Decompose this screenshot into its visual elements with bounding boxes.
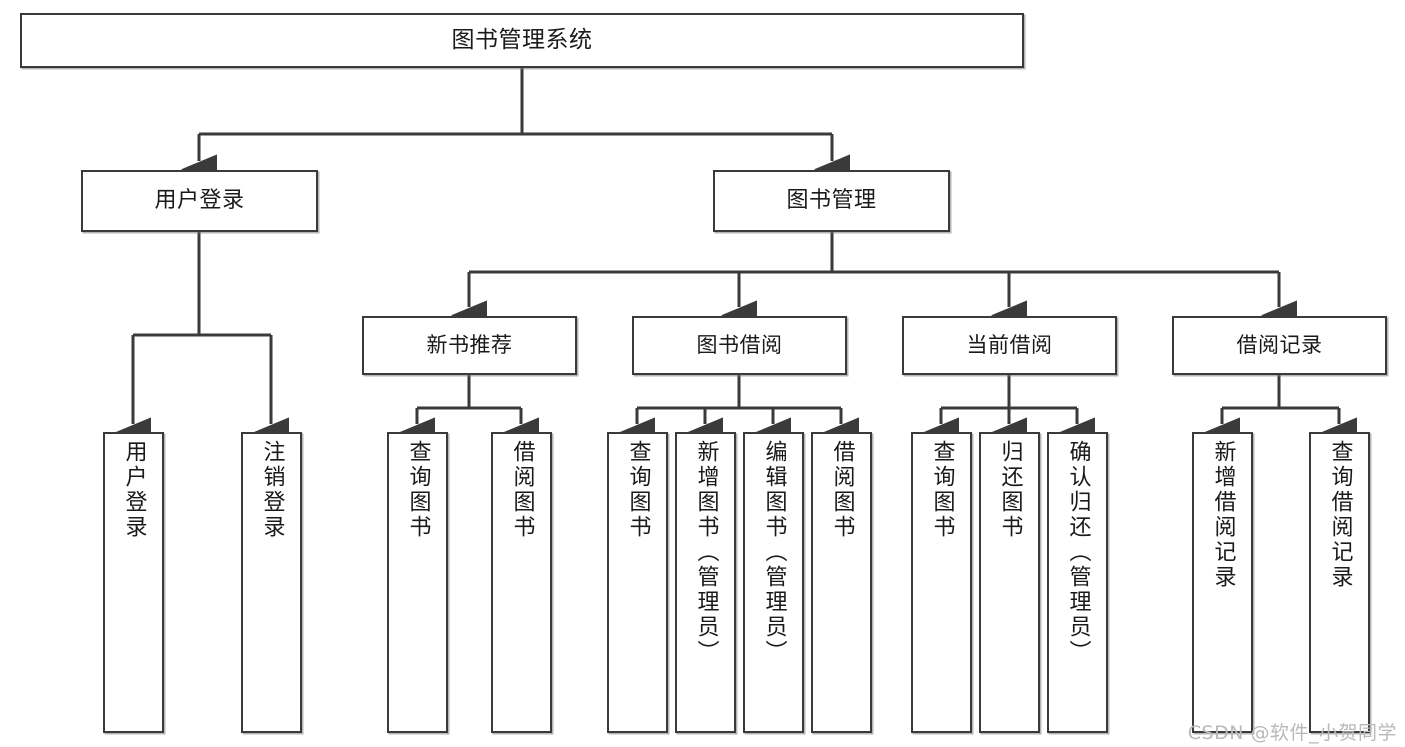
node-leaf-borrow-book-1-label: 借阅图书 <box>509 440 535 540</box>
node-leaf-query-record[interactable]: 查询借阅记录 <box>1309 432 1370 733</box>
node-leaf-user-login[interactable]: 用户登录 <box>103 432 164 733</box>
node-leaf-add-record-label: 新增借阅记录 <box>1210 440 1236 590</box>
node-current-borrow[interactable]: 当前借阅 <box>902 316 1117 375</box>
node-leaf-add-book[interactable]: 新增图书（管理员） <box>675 432 736 733</box>
node-leaf-query-book-2-label: 查询图书 <box>625 440 651 540</box>
node-leaf-logout[interactable]: 注销登录 <box>241 432 302 733</box>
node-borrow-record[interactable]: 借阅记录 <box>1172 316 1387 375</box>
node-book-borrow-label: 图书借阅 <box>696 332 783 357</box>
node-root-label: 图书管理系统 <box>451 27 593 54</box>
node-leaf-confirm-return[interactable]: 确认归还（管理员） <box>1047 432 1108 733</box>
node-leaf-query-book-3-label: 查询图书 <box>929 440 955 540</box>
node-user-login-label: 用户登录 <box>154 187 245 213</box>
node-current-borrow-label: 当前借阅 <box>966 332 1053 357</box>
node-book-borrow[interactable]: 图书借阅 <box>632 316 847 375</box>
watermark-text: CSDN @软件_小贺同学 <box>1187 722 1397 744</box>
node-leaf-return-book-label: 归还图书 <box>997 440 1023 540</box>
node-leaf-query-book-2[interactable]: 查询图书 <box>607 432 668 733</box>
node-leaf-query-book-1-label: 查询图书 <box>405 440 431 540</box>
node-leaf-edit-book-label: 编辑图书（管理员） <box>761 440 787 665</box>
node-new-book-recommend[interactable]: 新书推荐 <box>362 316 577 375</box>
node-leaf-query-record-label: 查询借阅记录 <box>1327 440 1353 590</box>
node-leaf-borrow-book-1[interactable]: 借阅图书 <box>491 432 552 733</box>
node-leaf-borrow-book-2[interactable]: 借阅图书 <box>811 432 872 733</box>
node-root[interactable]: 图书管理系统 <box>20 13 1024 68</box>
node-leaf-add-record[interactable]: 新增借阅记录 <box>1192 432 1253 733</box>
node-user-login[interactable]: 用户登录 <box>81 170 318 232</box>
node-leaf-add-book-label: 新增图书（管理员） <box>693 440 719 665</box>
node-borrow-record-label: 借阅记录 <box>1236 332 1323 357</box>
node-leaf-logout-label: 注销登录 <box>259 440 285 540</box>
node-book-manage[interactable]: 图书管理 <box>713 170 950 232</box>
node-leaf-edit-book[interactable]: 编辑图书（管理员） <box>743 432 804 733</box>
node-leaf-user-login-label: 用户登录 <box>121 440 147 540</box>
node-leaf-query-book-1[interactable]: 查询图书 <box>387 432 448 733</box>
node-new-book-recommend-label: 新书推荐 <box>426 332 513 357</box>
node-book-manage-label: 图书管理 <box>786 187 877 213</box>
node-leaf-query-book-3[interactable]: 查询图书 <box>911 432 972 733</box>
node-leaf-confirm-return-label: 确认归还（管理员） <box>1065 440 1091 665</box>
node-leaf-return-book[interactable]: 归还图书 <box>979 432 1040 733</box>
node-leaf-borrow-book-2-label: 借阅图书 <box>829 440 855 540</box>
